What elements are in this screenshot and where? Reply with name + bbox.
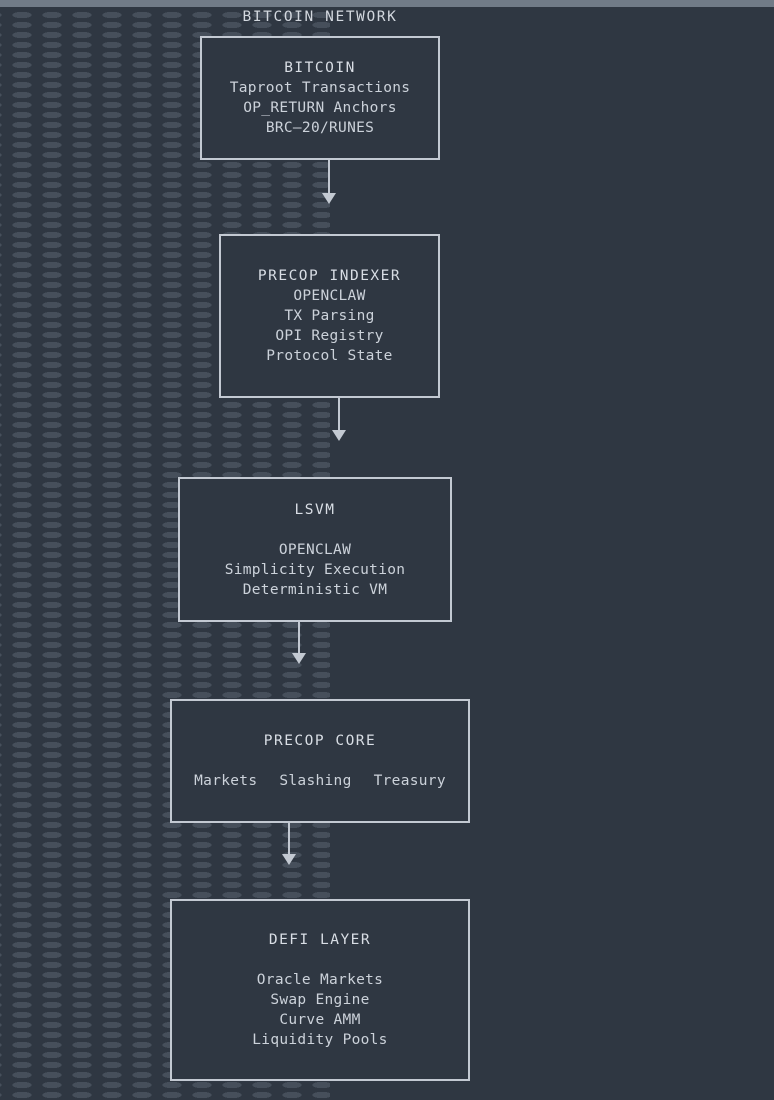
node-precop-core-item-treasury: Treasury [373,773,446,789]
node-precop-indexer-line-3: OPI Registry [275,328,384,344]
down-arrow-icon [322,193,336,204]
node-defi-layer-line-4: Liquidity Pools [252,1032,388,1048]
node-precop-indexer-line-4: Protocol State [266,348,393,364]
diagram-title: BITCOIN NETWORK [242,9,398,25]
node-bitcoin-title: BITCOIN [284,60,356,76]
down-arrow-icon [282,854,296,865]
down-arrow-icon [332,430,346,441]
node-lsvm-line-1: OPENCLAW [278,541,352,558]
connector-line [288,823,290,854]
node-defi-layer-details: Oracle Markets Swap Engine Curve AMM Liq… [252,970,387,1050]
node-bitcoin[interactable]: BITCOIN Taproot Transactions OP_RETURN A… [200,36,440,160]
down-arrow-icon [292,653,306,664]
node-lsvm-title: LSVM [294,501,336,518]
node-precop-indexer[interactable]: PRECOP INDEXER OPENCLAW TX Parsing OPI R… [219,234,440,398]
node-precop-indexer-details: OPENCLAW TX Parsing OPI Registry Protoco… [266,286,392,366]
connector-line [328,160,330,193]
node-defi-layer-line-3: Curve AMM [279,1012,361,1028]
node-precop-indexer-line-2: TX Parsing [284,308,375,324]
node-precop-core-details: Markets Slashing Treasury [194,771,446,791]
node-defi-layer-line-2: Swap Engine [270,992,370,1008]
node-defi-layer-title: DEFI LAYER [268,932,372,948]
node-bitcoin-line-2: OP_RETURN Anchors [243,100,397,116]
node-bitcoin-line-1: Taproot Transactions [229,80,411,96]
connector-line [298,622,300,653]
node-precop-core-title: PRECOP CORE [263,733,377,749]
node-precop-indexer-title: PRECOP INDEXER [257,268,402,284]
node-defi-layer-line-1: Oracle Markets [256,972,384,988]
node-lsvm-details: OPENCLAW Simplicity Execution Determinis… [225,540,406,600]
top-accent-bar [0,0,774,7]
node-precop-core-item-markets: Markets [194,773,258,789]
node-precop-indexer-line-1: OPENCLAW [293,288,366,304]
node-lsvm[interactable]: LSVM OPENCLAW Simplicity Execution Deter… [178,477,452,622]
connector-line [338,398,340,430]
node-lsvm-line-2: Simplicity Execution [224,561,406,578]
node-lsvm-line-3: Deterministic VM [242,581,388,598]
node-precop-core[interactable]: PRECOP CORE Markets Slashing Treasury [170,699,470,823]
node-defi-layer[interactable]: DEFI LAYER Oracle Markets Swap Engine Cu… [170,899,470,1081]
node-bitcoin-line-3: BRC—20/RUNES [265,120,375,136]
node-precop-core-item-slashing: Slashing [279,773,352,789]
node-bitcoin-details: Taproot Transactions OP_RETURN Anchors B… [230,78,411,138]
